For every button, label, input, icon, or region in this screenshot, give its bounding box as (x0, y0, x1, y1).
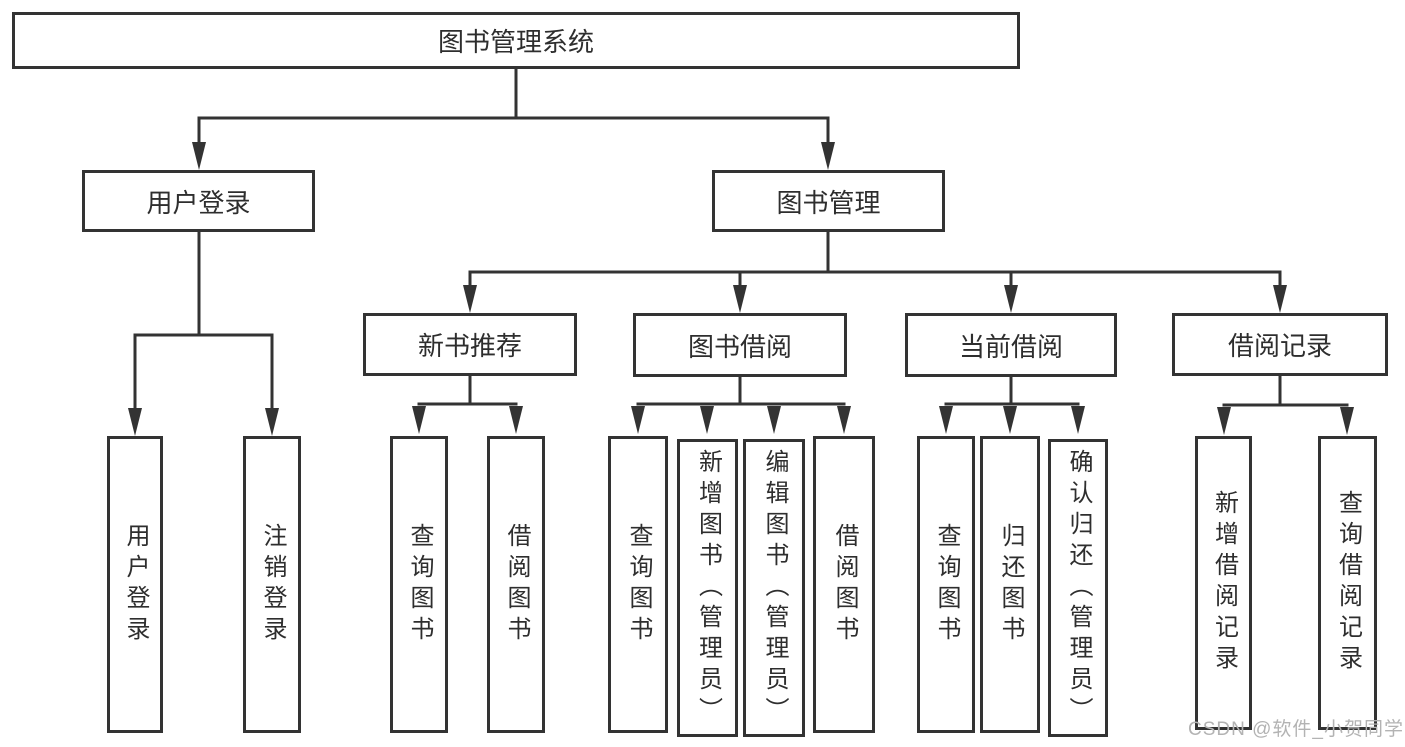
leaf-add-borrow-record: 新增借阅记录 (1195, 436, 1252, 730)
node-label: 查询图书 (406, 522, 433, 647)
node-label: 查询借阅记录 (1334, 490, 1362, 676)
connector-new-book-recommend-children (412, 374, 523, 434)
node-label: 当前借阅 (958, 331, 1063, 362)
connector-borrowing-records-children (1217, 374, 1354, 435)
connector-user-login-children (128, 230, 279, 436)
node-label: 图书管理系统 (437, 27, 594, 57)
leaf-borrow-books-recommend: 借阅图书 (487, 436, 545, 733)
node-book-borrowing: 图书借阅 (633, 313, 847, 377)
leaf-return-books: 归还图书 (980, 436, 1040, 733)
leaf-logout: 注销登录 (243, 436, 301, 733)
node-label: 查询图书 (933, 522, 960, 647)
connector-book-management-children (463, 230, 1287, 313)
leaf-add-books-admin: 新增图书（管理员） (677, 439, 738, 737)
node-label: 用户登录 (146, 187, 251, 218)
connector-root-to-level2 (192, 67, 835, 170)
leaf-edit-books-admin: 编辑图书（管理员） (743, 439, 805, 737)
node-label: 归还图书 (997, 522, 1024, 647)
node-new-book-recommend: 新书推荐 (363, 313, 577, 376)
node-user-login: 用户登录 (82, 170, 315, 232)
node-label: 图书借阅 (687, 331, 792, 362)
node-label: 确认归还（管理员） (1065, 448, 1092, 728)
node-label: 新增图书（管理员） (694, 448, 722, 728)
node-label: 借阅记录 (1227, 331, 1332, 361)
node-label: 图书管理 (776, 187, 881, 218)
node-label: 新书推荐 (417, 331, 522, 361)
leaf-user-login: 用户登录 (107, 436, 163, 733)
node-label: 注销登录 (259, 522, 286, 647)
node-label: 借阅图书 (503, 522, 530, 647)
csdn-watermark: CSDN @软件_小贺同学 (1188, 719, 1404, 740)
node-label: 借阅图书 (831, 522, 858, 647)
node-current-borrowing: 当前借阅 (905, 313, 1117, 377)
node-book-management: 图书管理 (712, 170, 945, 232)
connector-book-borrowing-children (631, 375, 851, 434)
leaf-query-books-current: 查询图书 (917, 436, 975, 733)
node-label: 用户登录 (122, 522, 149, 647)
node-library-management-system: 图书管理系统 (12, 12, 1020, 69)
leaf-confirm-return-admin: 确认归还（管理员） (1048, 439, 1108, 737)
node-borrowing-records: 借阅记录 (1172, 313, 1388, 376)
leaf-query-borrow-record: 查询借阅记录 (1318, 436, 1377, 730)
node-label: 新增借阅记录 (1210, 490, 1238, 676)
leaf-borrow-books: 借阅图书 (813, 436, 875, 733)
leaf-query-books-borrowing: 查询图书 (608, 436, 668, 733)
node-label: 编辑图书（管理员） (761, 448, 788, 728)
leaf-query-books-recommend: 查询图书 (390, 436, 448, 733)
connector-current-borrowing-children (939, 375, 1085, 434)
node-label: 查询图书 (625, 522, 652, 647)
